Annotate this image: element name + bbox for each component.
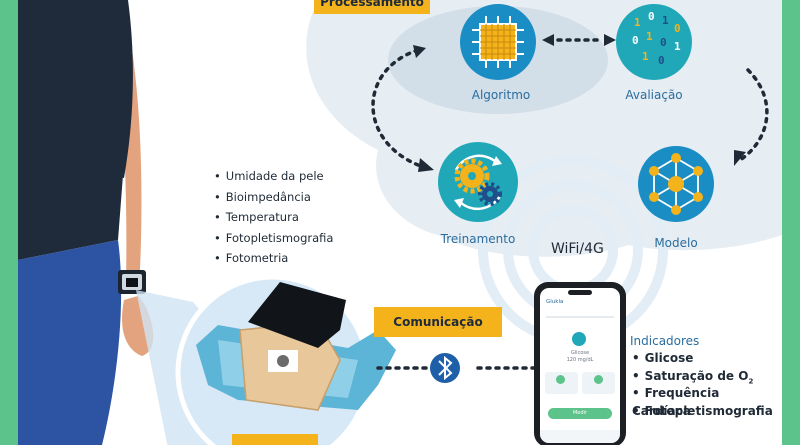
sensor-item: Bioimpedância <box>214 187 333 208</box>
indicator-item: Glicose <box>632 350 782 368</box>
phone-reading-value: 120 mg/dL <box>566 357 594 363</box>
background-shapes <box>18 0 782 445</box>
node-training-label: Treinamento <box>440 232 516 246</box>
binary-digit: 0 <box>674 22 681 35</box>
node-algorithm: Algoritmo <box>458 2 538 102</box>
sensor-item: Umidade da pele <box>214 166 333 187</box>
measure-button[interactable]: Medir <box>548 408 612 419</box>
phone-divider <box>546 316 614 318</box>
indicator-item: Fotopletismografia <box>632 403 782 421</box>
sensor-list: Umidade da pele Bioimpedância Temperatur… <box>214 166 334 269</box>
network-label: WiFi/4G <box>551 241 604 257</box>
binary-digit: 1 <box>642 50 649 63</box>
binary-digit: 0 <box>632 34 639 47</box>
phone-notch <box>568 290 592 295</box>
indicator-item: Frequência Cardíaca <box>632 385 782 418</box>
phone-screen: Glukla Glicose 120 mg/dL Medir <box>540 288 620 443</box>
phone-reading-label: Glicose <box>570 350 590 356</box>
sensor-item: Fotopletismografia <box>214 228 334 249</box>
chip-icon <box>460 4 536 80</box>
binary-digit: 0 <box>660 36 667 49</box>
binary-digit: 1 <box>634 16 641 29</box>
node-training: Treinamento <box>436 140 520 246</box>
node-model: Modelo <box>636 144 716 250</box>
sensor-item: Fotometria <box>214 248 333 269</box>
phone-tab-bar <box>540 430 620 443</box>
indicators-title: Indicadores <box>630 334 700 348</box>
indicator-item: Saturação de O2 <box>632 368 782 386</box>
binary-digit: 0 <box>648 10 655 23</box>
indicator-list: Glicose Saturação de O2 Frequência Cardí… <box>632 350 782 420</box>
processing-banner: Processamento <box>314 0 430 14</box>
sensor-item: Temperatura <box>214 207 333 228</box>
status-dot-icon <box>556 375 565 384</box>
indicator-subscript: 2 <box>748 376 754 385</box>
binary-digit: 1 <box>646 30 653 43</box>
network-model-icon <box>638 146 714 222</box>
node-model-label: Modelo <box>654 236 698 250</box>
binary-digit: 1 <box>674 40 681 53</box>
node-evaluation-label: Avaliação <box>625 88 683 102</box>
communication-banner-label: Comunicação <box>393 315 483 329</box>
phone-brand: Glukla <box>546 299 564 305</box>
indicator-text: Saturação de O <box>644 368 749 383</box>
node-algorithm-label: Algoritmo <box>471 88 531 102</box>
heart-icon <box>594 375 603 384</box>
communication-banner: Comunicação <box>374 307 502 337</box>
binary-digit: 1 <box>662 14 669 27</box>
gears-icon <box>438 142 518 222</box>
binary-digit: 0 <box>658 54 665 67</box>
drop-icon <box>572 332 586 346</box>
processing-banner-label: Processamento <box>320 0 424 9</box>
smartphone: Glukla Glicose 120 mg/dL Medir <box>534 282 626 445</box>
